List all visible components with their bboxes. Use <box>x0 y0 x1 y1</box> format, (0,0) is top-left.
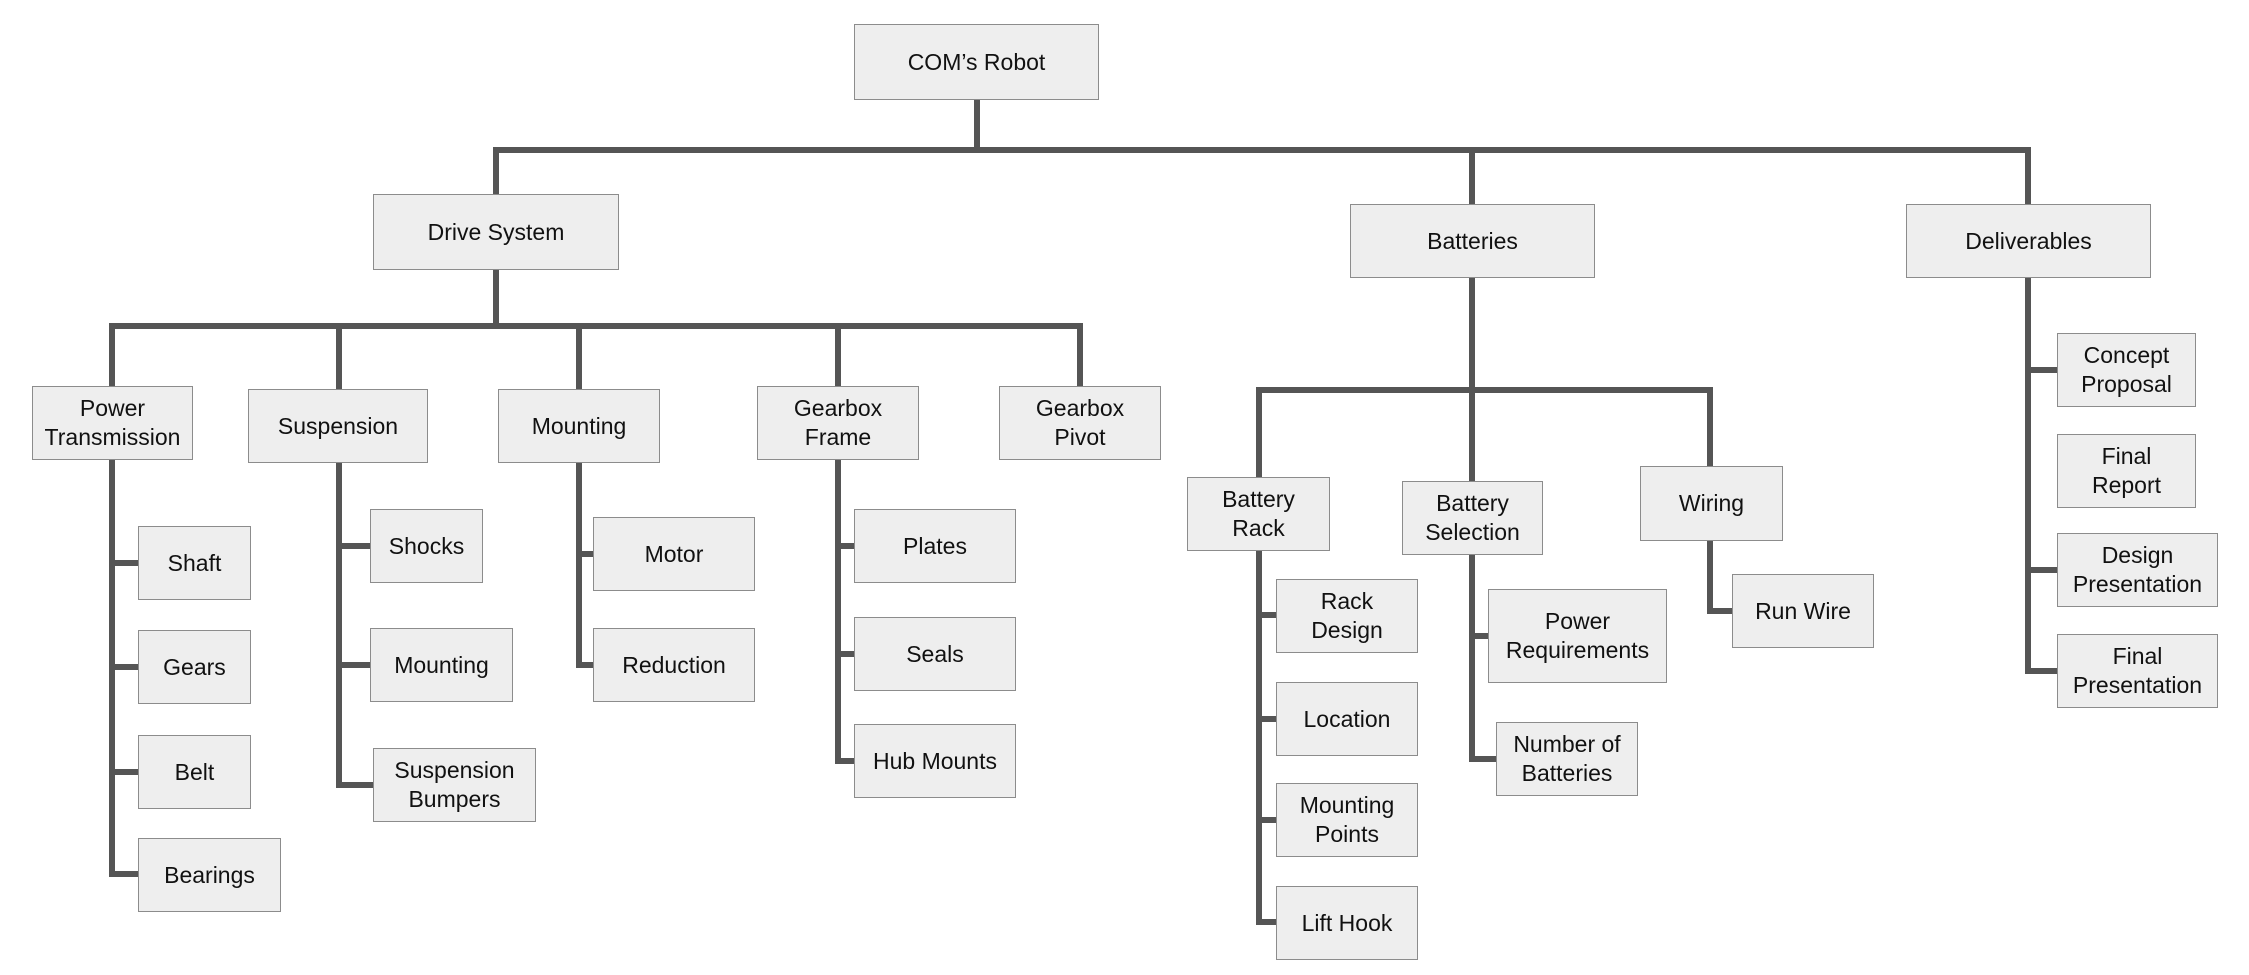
node-mounting: Mounting <box>498 389 660 463</box>
node-gears: Gears <box>138 630 251 704</box>
node-hub-mounts: Hub Mounts <box>854 724 1016 798</box>
node-coms-robot: COM’s Robot <box>854 24 1099 100</box>
node-shocks: Shocks <box>370 509 483 583</box>
node-mounting-points: Mounting Points <box>1276 783 1418 857</box>
node-wiring: Wiring <box>1640 466 1783 541</box>
node-bearings: Bearings <box>138 838 281 912</box>
node-battery-selection: Battery Selection <box>1402 481 1543 555</box>
node-number-of-batteries: Number of Batteries <box>1496 722 1638 796</box>
node-gearbox-frame: Gearbox Frame <box>757 386 919 460</box>
node-deliverables: Deliverables <box>1906 204 2151 278</box>
node-shaft: Shaft <box>138 526 251 600</box>
node-rack-design: Rack Design <box>1276 579 1418 653</box>
node-drive-system: Drive System <box>373 194 619 270</box>
node-plates: Plates <box>854 509 1016 583</box>
node-gearbox-pivot: Gearbox Pivot <box>999 386 1161 460</box>
node-power-requirements: Power Requirements <box>1488 589 1667 683</box>
node-power-transmission: Power Transmission <box>32 386 193 460</box>
node-lift-hook: Lift Hook <box>1276 886 1418 960</box>
node-batteries: Batteries <box>1350 204 1595 278</box>
node-motor: Motor <box>593 517 755 591</box>
node-suspension: Suspension <box>248 389 428 463</box>
node-belt: Belt <box>138 735 251 809</box>
node-reduction: Reduction <box>593 628 755 702</box>
node-suspension-bumpers: Suspension Bumpers <box>373 748 536 822</box>
node-suspension-mounting: Mounting <box>370 628 513 702</box>
node-final-report: Final Report <box>2057 434 2196 508</box>
node-design-presentation: Design Presentation <box>2057 533 2218 607</box>
node-run-wire: Run Wire <box>1732 574 1874 648</box>
node-concept-proposal: Concept Proposal <box>2057 333 2196 407</box>
node-battery-rack: Battery Rack <box>1187 477 1330 551</box>
node-final-presentation: Final Presentation <box>2057 634 2218 708</box>
node-seals: Seals <box>854 617 1016 691</box>
node-location: Location <box>1276 682 1418 756</box>
